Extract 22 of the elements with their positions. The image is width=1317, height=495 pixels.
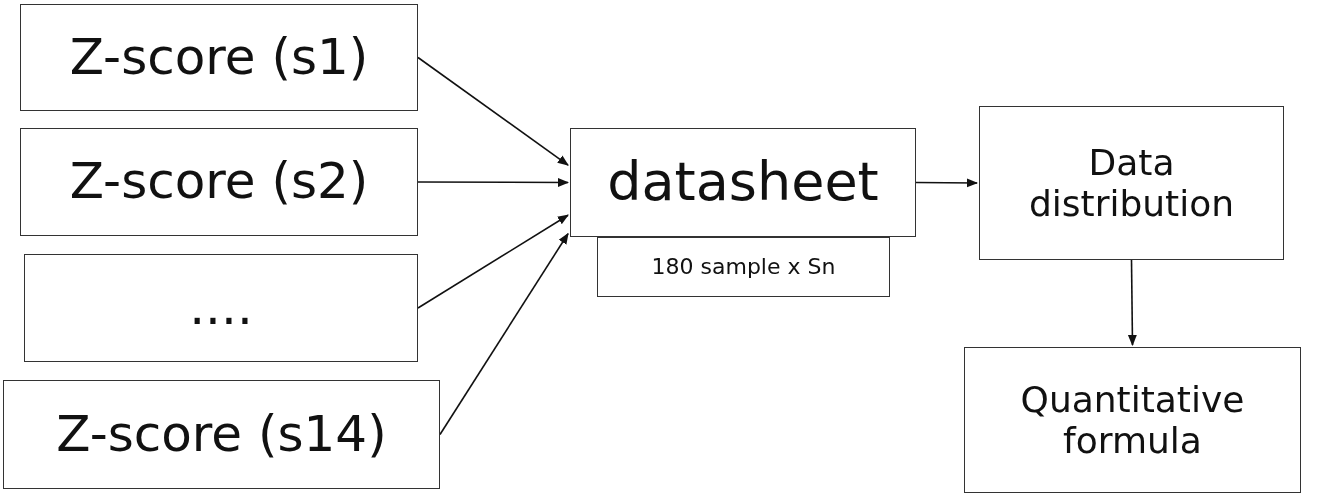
process-box — [20, 128, 418, 236]
process-box — [24, 254, 418, 362]
process-box — [964, 347, 1301, 493]
box-label: Z-score (s1) — [69, 28, 369, 87]
box-label: Z-score (s2) — [69, 153, 369, 211]
process-box — [20, 4, 418, 111]
arrow — [417, 178, 570, 187]
box-label: .... — [189, 279, 253, 337]
arrow — [417, 214, 569, 309]
box-label: 180 sample x Sn — [651, 254, 836, 280]
process-box — [3, 380, 440, 489]
box-label: Z-score (s14) — [56, 405, 387, 464]
arrow — [1127, 259, 1137, 347]
box-label: datasheet — [607, 151, 879, 214]
box-label: Data distribution — [1027, 141, 1236, 225]
box-label: Quantitative formula — [1019, 378, 1246, 462]
process-box — [597, 237, 890, 297]
arrow — [417, 56, 569, 166]
arrow — [915, 178, 979, 188]
arrow — [439, 232, 569, 436]
process-box — [979, 106, 1284, 260]
process-box — [570, 128, 916, 237]
